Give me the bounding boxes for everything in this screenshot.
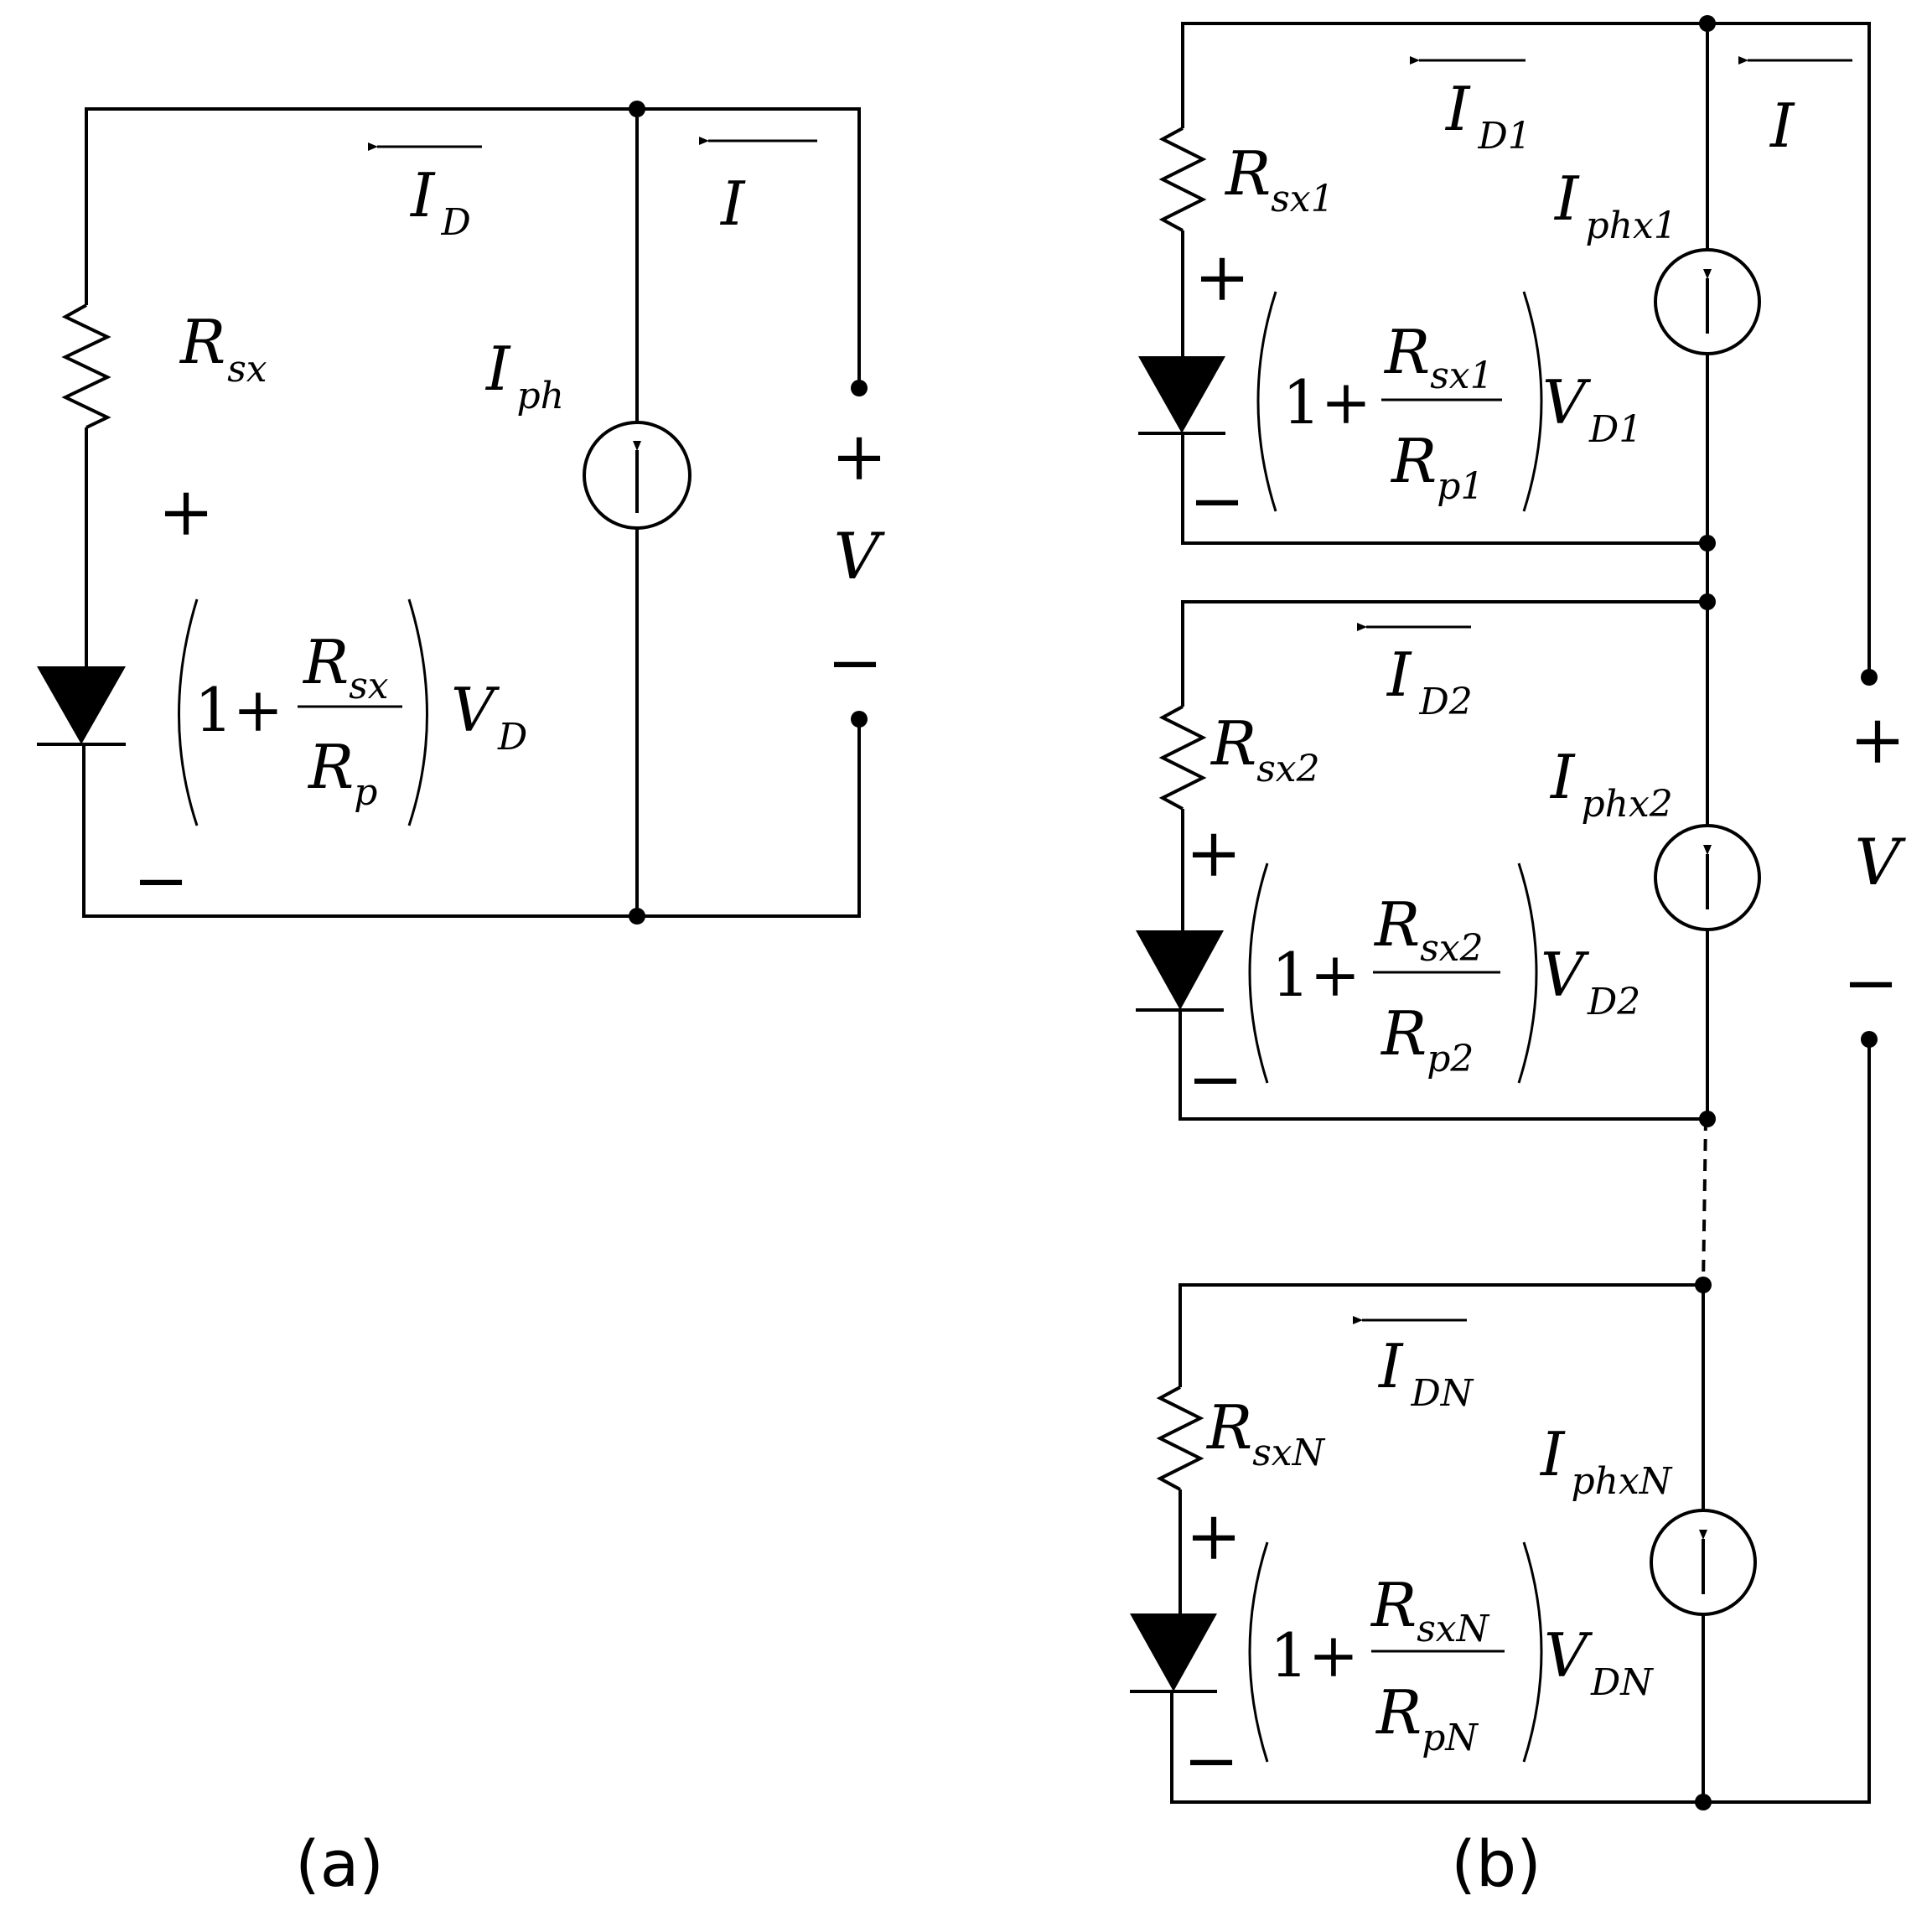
cell-2-left-paren	[1248, 862, 1269, 1084]
panel-a-right-paren	[407, 598, 428, 826]
cell-1-bottom-wire	[1181, 433, 1707, 545]
cell-1-plus: +	[1194, 238, 1250, 316]
panel-b-terminal-minus	[1861, 1031, 1878, 1048]
cell-2-diode-icon	[1136, 930, 1224, 1010]
panel-a-top-wire	[85, 107, 861, 388]
cell-1-top-wire	[1181, 22, 1709, 250]
panel-a-caption: (a)	[295, 1826, 384, 1901]
cell-2-minus: −	[1187, 1040, 1243, 1118]
panel-a-bottom-wire	[82, 719, 861, 918]
cell-n-top-wire	[1178, 1283, 1705, 1510]
panel-a-one-plus: 1+	[194, 675, 283, 745]
panel-a-voltage-v: V	[834, 519, 886, 593]
panel-a-num-rsx: Rsx	[302, 627, 389, 707]
cell-2-den: Rp2	[1380, 998, 1474, 1080]
panel-a-diode-minus: −	[132, 842, 189, 919]
panel-a-terminal-minus	[851, 711, 868, 728]
panel-a-den-rp: Rp	[307, 732, 377, 814]
panel-b-link-2-n-dashed	[1702, 1118, 1707, 1286]
cell-1-right-paren	[1522, 291, 1543, 512]
cell-1-label-rsx: Rsx1	[1224, 138, 1334, 220]
cell-2-label-rsx: Rsx2	[1210, 708, 1320, 790]
cell-1-vd: VD1	[1542, 367, 1642, 451]
panel-b-voltage-v: V	[1855, 825, 1907, 899]
cell-1-left-paren	[1256, 291, 1277, 512]
cell-n-diode-icon	[1130, 1613, 1217, 1691]
cell-n-plus: +	[1185, 1497, 1241, 1575]
cell-2-vd: VD2	[1541, 940, 1640, 1023]
cell-1-node-bottom	[1699, 535, 1716, 552]
cell-2-top-wire	[1181, 600, 1709, 826]
cell-n-minus: −	[1183, 1722, 1239, 1800]
cell-1-node-top	[1699, 15, 1716, 32]
cell-2-one-plus: 1+	[1272, 940, 1360, 1010]
panel-a-voltage-plus: +	[831, 417, 887, 495]
cell-n-left-paren	[1248, 1541, 1269, 1763]
cell-1-den: Rp1	[1390, 426, 1484, 508]
cell-2-num: Rsx2	[1373, 889, 1484, 970]
cell-n-node-top	[1695, 1277, 1712, 1293]
cell-n-label-rsx: RsxN	[1205, 1392, 1326, 1474]
cell-n-den: RpN	[1375, 1677, 1479, 1759]
cell-n-one-plus: 1+	[1270, 1620, 1359, 1691]
cell-1-minus: −	[1189, 462, 1245, 540]
panel-b-output-top-wire	[1706, 22, 1871, 677]
cell-1-resistor	[1158, 127, 1207, 232]
cell-2-bottom-wire	[1178, 1010, 1707, 1121]
cell-n-resistor	[1156, 1386, 1204, 1491]
panel-a-voltage-factor: 1+ Rsx Rp VD	[178, 598, 527, 826]
panel-b-voltage-minus: −	[1842, 944, 1899, 1022]
panel-a-resistor-rsx	[61, 303, 111, 429]
cell-1-diode-icon	[1138, 356, 1225, 433]
cell-2-node-top	[1699, 593, 1716, 610]
cell-2-right-paren	[1517, 862, 1538, 1084]
cell-2-plus: +	[1185, 814, 1241, 892]
panel-a-voltage-minus: −	[826, 624, 883, 702]
cell-2-node-bottom	[1699, 1111, 1716, 1127]
panel-a-diode-plus: +	[158, 473, 214, 551]
cell-1-one-plus: 1+	[1282, 367, 1371, 438]
panel-a-label-i: I	[719, 168, 746, 239]
cell-n-node-bottom	[1695, 1794, 1712, 1810]
cell-n-bottom-wire	[1170, 1691, 1703, 1804]
panel-b-terminal-plus	[1861, 669, 1878, 686]
panel-b-label-i: I	[1769, 91, 1795, 161]
cell-1-num: Rsx1	[1383, 317, 1494, 397]
cell-n-vd: VDN	[1544, 1620, 1654, 1704]
panel-b-voltage-plus: +	[1849, 701, 1905, 779]
panel-a-left-paren	[178, 598, 199, 826]
panel-a-node-bottom	[629, 908, 645, 925]
panel-a-node-top	[629, 101, 645, 117]
cell-n-right-paren	[1522, 1541, 1543, 1763]
panel-b-caption: (b)	[1451, 1826, 1541, 1901]
panel-a-diode-icon	[37, 666, 126, 744]
cell-n-num: RsxN	[1370, 1570, 1490, 1650]
panel-a-label-rsx: Rsx	[179, 307, 267, 391]
panel-a-vd: VD	[451, 675, 527, 759]
panel-a-terminal-plus	[851, 380, 868, 396]
panel-b-output-bottom-wire	[1699, 1039, 1871, 1804]
cell-2-resistor	[1158, 705, 1207, 811]
